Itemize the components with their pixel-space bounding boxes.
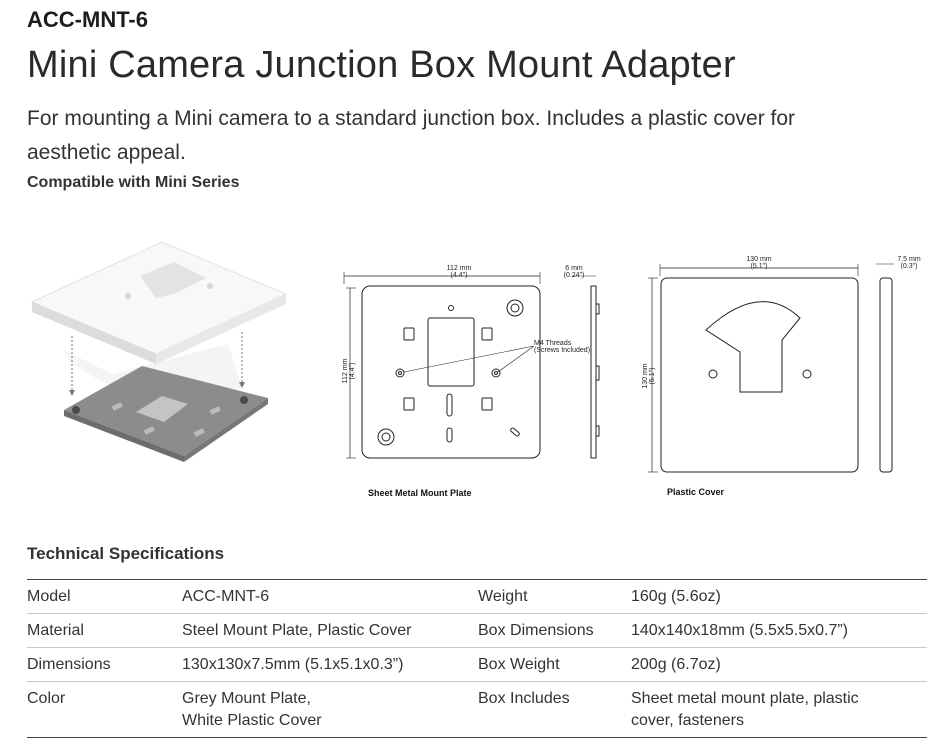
- spec-label: Box Includes: [478, 690, 570, 707]
- plate-width-dim: 112 mm (4.4"): [446, 265, 472, 279]
- specs-heading: Technical Specifications: [27, 544, 225, 563]
- spec-label: Material: [27, 622, 84, 639]
- spec-label: Dimensions: [27, 656, 111, 673]
- product-sku: ACC-MNT-6: [27, 7, 148, 32]
- spec-label: Box Weight: [478, 656, 560, 673]
- specs-table: Model ACC-MNT-6 Weight 160g (5.6oz) Mate…: [27, 579, 927, 738]
- spec-value: 160g (5.6oz): [631, 588, 721, 605]
- threads-callout: M4 Threads (Screws Included): [534, 340, 591, 354]
- table-row: Color Grey Mount Plate, White Plastic Co…: [27, 682, 927, 738]
- product-description: For mounting a Mini camera to a standard…: [27, 107, 796, 164]
- cover-caption: Plastic Cover: [667, 487, 725, 497]
- spec-label: Model: [27, 588, 71, 605]
- spec-value: Grey Mount Plate, White Plastic Cover: [182, 690, 322, 729]
- cover-depth-dim: 7.5 mm (0.3"): [897, 256, 921, 270]
- plate-caption: Sheet Metal Mount Plate: [368, 488, 472, 498]
- compatibility-note: Compatible with Mini Series: [27, 174, 240, 191]
- product-figure: 112 mm (4.4") 112 mm (4.4") 6 mm (0.24")…: [24, 232, 924, 512]
- spec-value: Sheet metal mount plate, plastic cover, …: [631, 690, 859, 729]
- spec-value: Steel Mount Plate, Plastic Cover: [182, 622, 412, 639]
- cover-height-dim: 130 mm (5.1"): [642, 363, 656, 389]
- table-row: Model ACC-MNT-6 Weight 160g (5.6oz): [27, 579, 927, 614]
- spec-value: ACC-MNT-6: [182, 588, 270, 605]
- spec-label: Color: [27, 690, 66, 707]
- table-row: Material Steel Mount Plate, Plastic Cove…: [27, 614, 927, 648]
- plate-height-dim: 112 mm (4.4"): [342, 358, 356, 384]
- page-title: Mini Camera Junction Box Mount Adapter: [27, 44, 736, 86]
- spec-label: Weight: [478, 588, 528, 605]
- plate-depth-dim: 6 mm (0.24"): [563, 265, 585, 279]
- plastic-cover-drawing: [648, 263, 894, 473]
- exploded-render: [30, 241, 288, 462]
- product-drawings: [30, 241, 894, 473]
- spec-value: 200g (6.7oz): [631, 656, 721, 673]
- spec-label: Box Dimensions: [478, 622, 594, 639]
- table-row: Dimensions 130x130x7.5mm (5.1x5.1x0.3”) …: [27, 648, 927, 682]
- mount-plate-drawing: [343, 272, 600, 459]
- spec-value: 140x140x18mm (5.5x5.5x0.7”): [631, 622, 848, 639]
- cover-width-dim: 130 mm (5.1"): [746, 256, 772, 270]
- spec-value: 130x130x7.5mm (5.1x5.1x0.3”): [182, 656, 404, 673]
